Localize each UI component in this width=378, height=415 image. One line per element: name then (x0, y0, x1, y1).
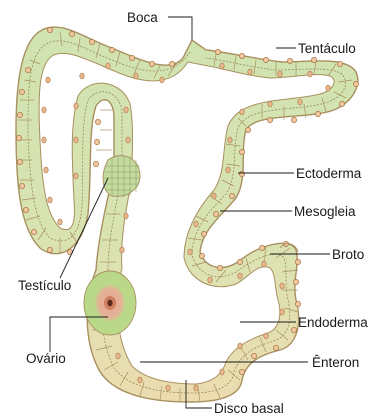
label-boca: Boca (127, 10, 158, 25)
ovum-nucleus (107, 300, 112, 307)
label-mesogleia: Mesogleia (294, 204, 356, 219)
label-disco-basal: Disco basal (214, 401, 284, 415)
label-tentaculo: Tentáculo (298, 41, 356, 56)
label-endoderma: Endoderma (298, 315, 368, 330)
label-broto: Broto (332, 247, 364, 262)
label-ovario: Ovário (26, 351, 66, 366)
label-ectoderma: Ectoderma (296, 166, 362, 181)
label-enteron: Ênteron (312, 355, 359, 370)
label-testiculo: Testículo (18, 278, 71, 293)
ovary (84, 271, 136, 335)
